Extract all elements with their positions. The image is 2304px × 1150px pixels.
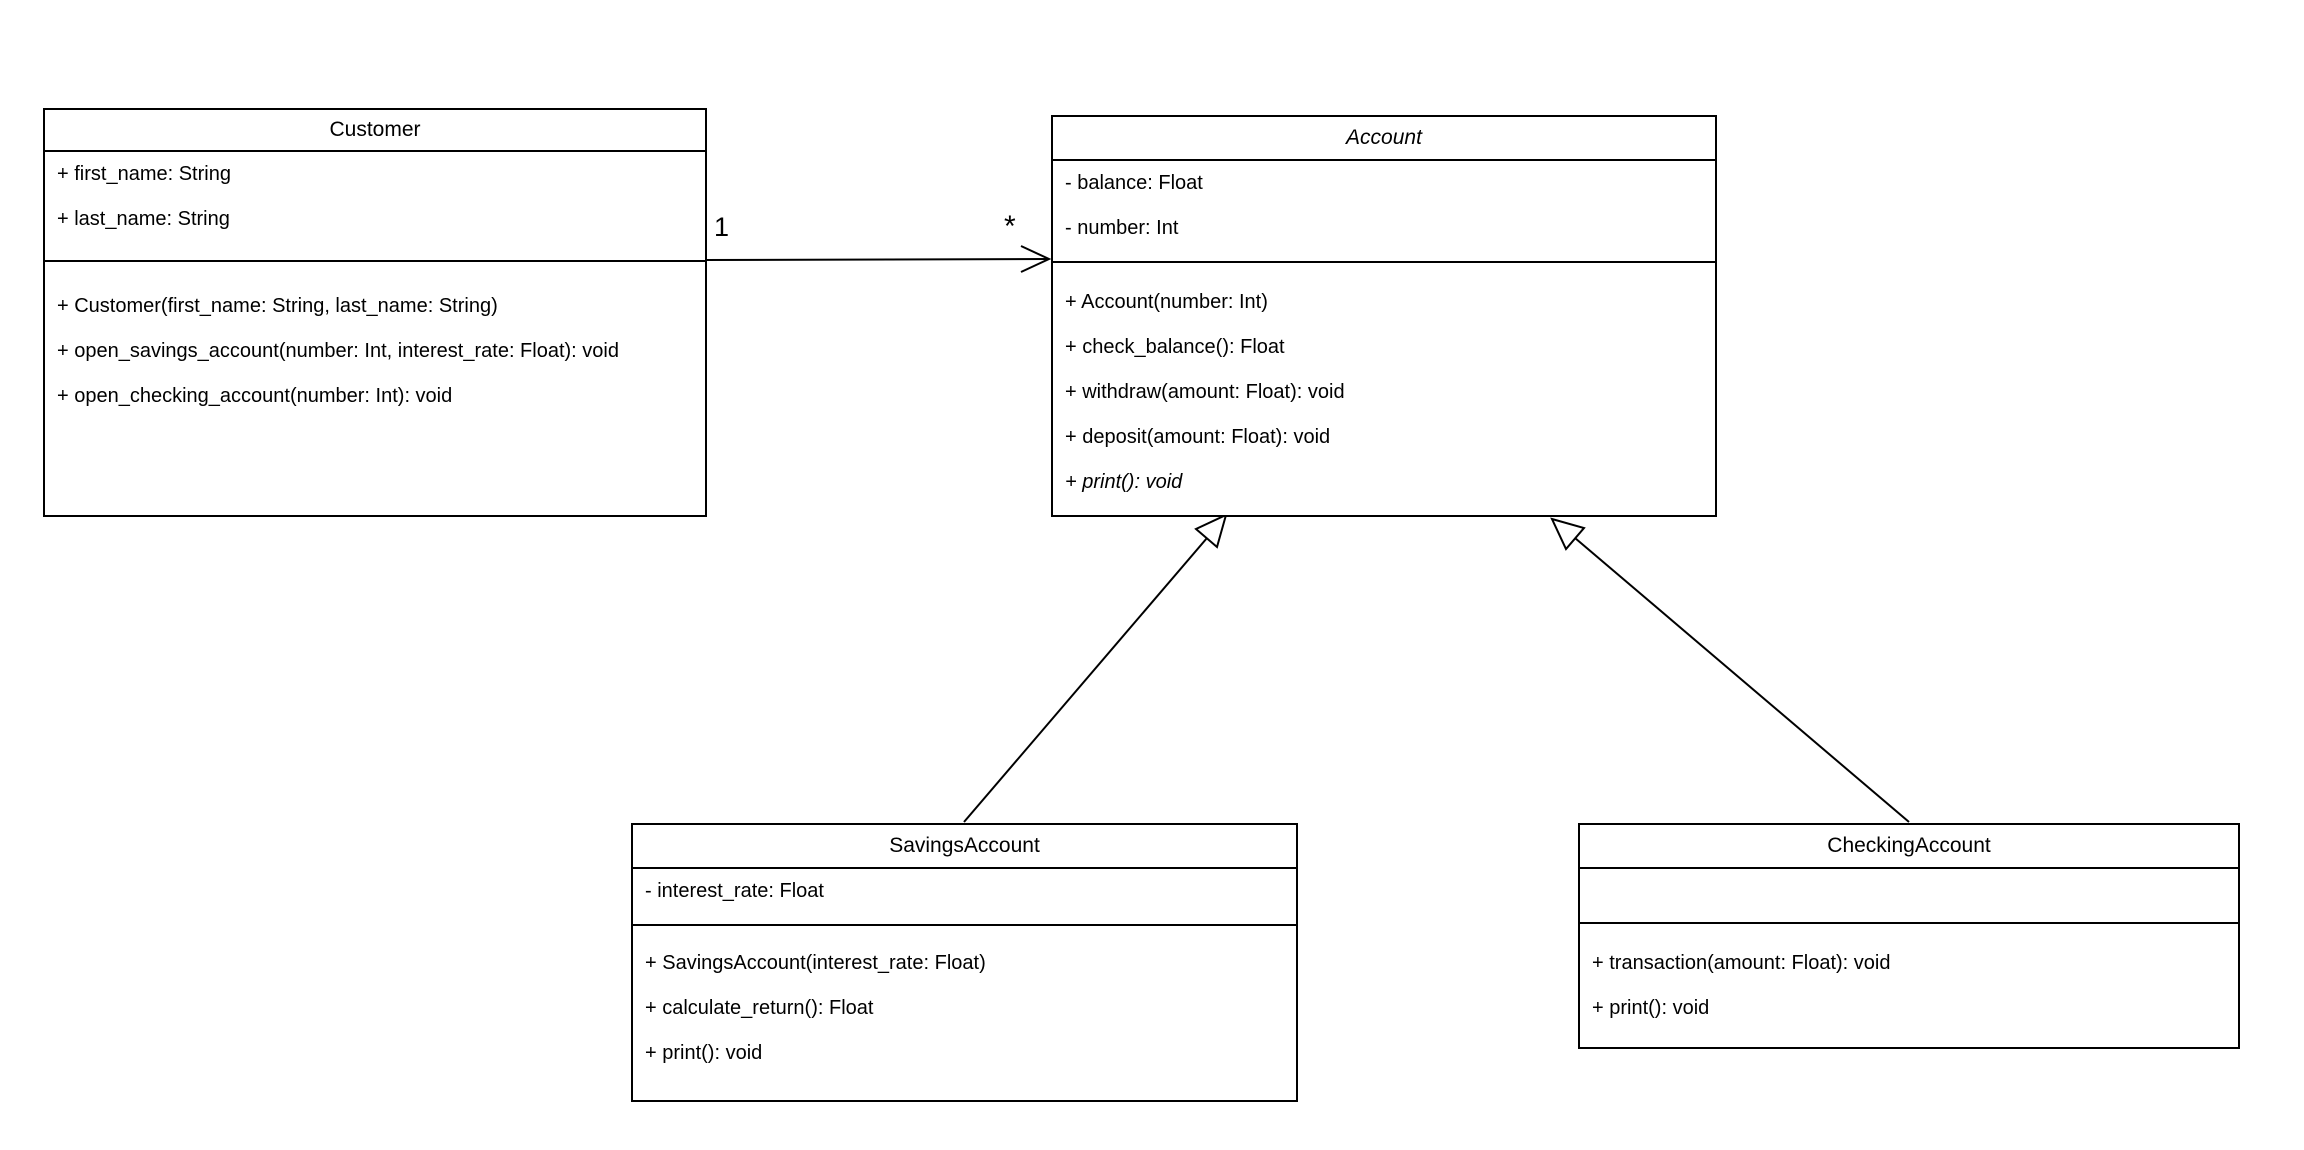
member-row: - number: Int (1065, 217, 1179, 239)
member-row: + Customer(first_name: String, last_name… (57, 295, 498, 317)
open-arrowhead-icon (1020, 245, 1052, 273)
class-title: Account (1053, 117, 1715, 161)
class-box-account[interactable]: Account - balance: Float - number: Int + … (1051, 115, 1717, 517)
member-row: + open_checking_account(number: Int): vo… (57, 385, 453, 407)
member-row: + print(): void (1592, 997, 1710, 1019)
class-box-savingsaccount[interactable]: SavingsAccount - interest_rate: Float + … (631, 823, 1298, 1102)
association-line[interactable] (705, 258, 1050, 261)
multiplicity-label-many: * (1004, 210, 1016, 243)
member-row: + last_name: String (57, 208, 230, 230)
methods-section: + transaction(amount: Float): void + prin… (1580, 924, 2238, 1047)
member-row: + transaction(amount: Float): void (1592, 952, 1891, 974)
member-row: + print(): void (1065, 471, 1183, 493)
attributes-section: - interest_rate: Float (633, 869, 1296, 926)
generalization-line-checking[interactable] (1574, 537, 1910, 823)
member-row: + Account(number: Int) (1065, 291, 1268, 313)
multiplicity-label-one: 1 (714, 212, 730, 242)
hollow-triangle-icon-savings (1194, 513, 1228, 549)
generalization-line-savings[interactable] (963, 537, 1208, 823)
class-box-checkingaccount[interactable]: CheckingAccount + transaction(amount: Fl… (1578, 823, 2240, 1049)
member-row: + check_balance(): Float (1065, 336, 1285, 358)
attributes-section: + first_name: String + last_name: String (45, 152, 705, 262)
member-row: + deposit(amount: Float): void (1065, 426, 1331, 448)
member-row: - interest_rate: Float (645, 880, 824, 902)
attributes-section: - balance: Float - number: Int (1053, 161, 1715, 263)
methods-section: + Account(number: Int) + check_balance():… (1053, 263, 1715, 515)
hollow-triangle-icon-checking (1550, 517, 1586, 551)
member-row: + open_savings_account(number: Int, inte… (57, 340, 619, 362)
member-row: + withdraw(amount: Float): void (1065, 381, 1345, 403)
methods-section: + Customer(first_name: String, last_name… (45, 262, 705, 515)
class-box-customer[interactable]: Customer + first_name: String + last_name… (43, 108, 707, 517)
member-row: + first_name: String (57, 163, 231, 185)
methods-section: + SavingsAccount(interest_rate: Float) + … (633, 926, 1296, 1100)
class-title: CheckingAccount (1580, 825, 2238, 869)
class-title: Customer (45, 110, 705, 152)
class-title: SavingsAccount (633, 825, 1296, 869)
member-row: + calculate_return(): Float (645, 997, 874, 1019)
member-row: + print(): void (645, 1042, 763, 1064)
member-row: - balance: Float (1065, 172, 1203, 194)
attributes-section (1580, 869, 2238, 924)
member-row: + SavingsAccount(interest_rate: Float) (645, 952, 986, 974)
